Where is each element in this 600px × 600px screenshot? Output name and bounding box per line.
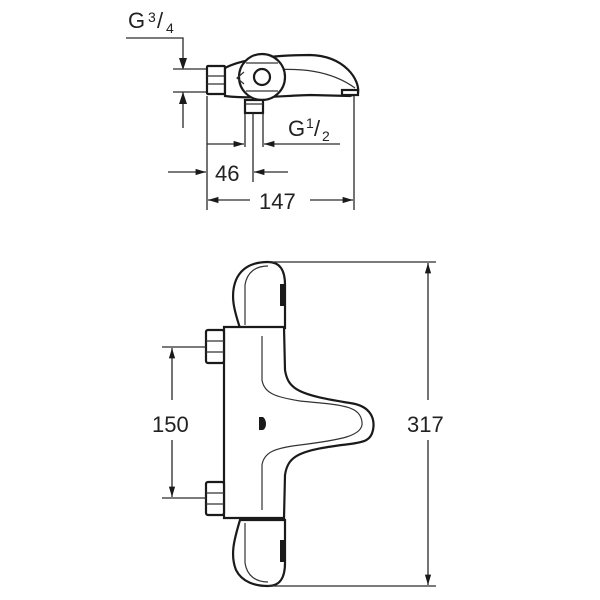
- svg-text:1: 1: [306, 115, 314, 131]
- arrow-down-icon: [179, 58, 187, 70]
- dim-46: 46: [215, 161, 239, 186]
- mixer-body-front: [222, 325, 375, 520]
- inlet-nut: [205, 64, 227, 96]
- arrow-up-icon: [179, 92, 187, 104]
- dim-147: 147: [259, 189, 296, 214]
- front-view: 150 317: [152, 260, 444, 588]
- svg-text:G: G: [128, 8, 145, 33]
- temperature-indicator-icon: [259, 417, 266, 430]
- svg-text:3: 3: [148, 9, 156, 25]
- spout-tip: [340, 88, 360, 97]
- dim-317: 317: [407, 412, 444, 437]
- dim-150: 150: [152, 412, 189, 437]
- bottom-outlet: [243, 98, 265, 115]
- svg-text:2: 2: [322, 128, 330, 144]
- thread-g34-label: G 3 / 4: [128, 8, 174, 36]
- bottom-cap: [231, 518, 287, 588]
- top-cap: [231, 260, 287, 330]
- inlet-nut-upper: [204, 328, 226, 365]
- thread-g12-label: G 1 / 2: [288, 115, 330, 144]
- svg-text:4: 4: [166, 20, 174, 36]
- inlet-nut-lower: [204, 480, 226, 517]
- g34-leader: [126, 37, 184, 68]
- handle-center-icon: [252, 67, 272, 87]
- svg-text:/: /: [314, 116, 321, 141]
- svg-text:/: /: [157, 8, 164, 33]
- svg-text:G: G: [288, 116, 305, 141]
- side-view: G 3 / 4: [126, 8, 360, 214]
